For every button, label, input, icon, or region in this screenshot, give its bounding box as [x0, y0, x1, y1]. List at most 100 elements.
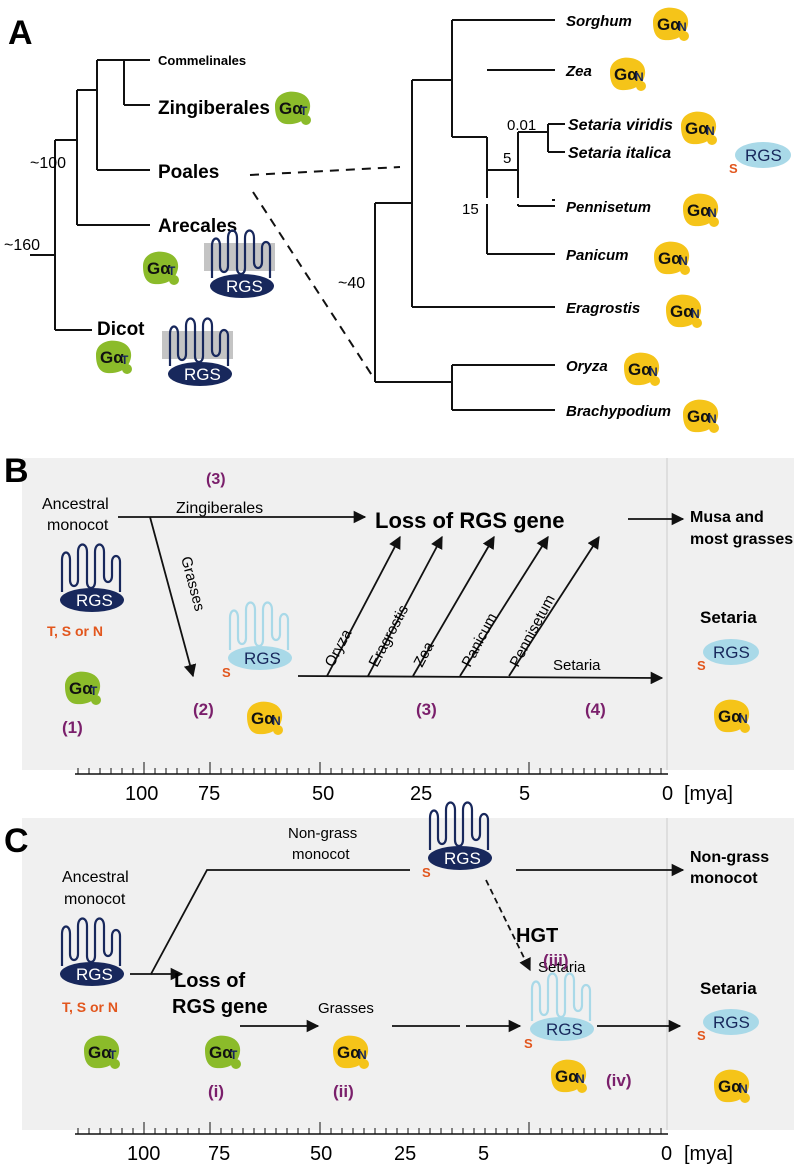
svg-text:Gα: Gα — [628, 360, 652, 379]
svg-text:S: S — [697, 658, 706, 673]
variant-label-c: T, S or N — [62, 999, 118, 1015]
galpha-n-icon-setaria-c: GαN — [714, 1069, 750, 1103]
loss-of-rgs-label: Loss of RGS gene — [375, 508, 564, 533]
node-label-40: ~40 — [338, 275, 365, 292]
galpha-t-icon-dicot: GαT — [96, 340, 132, 374]
galpha-n-icon-a-4: GαN — [654, 241, 690, 275]
svg-text:Gα: Gα — [251, 709, 275, 728]
step-label-c-i: (i) — [208, 1082, 224, 1101]
rgs-7tm-icon-ancestral-c: RGS — [60, 917, 124, 986]
step-label-b-1: (1) — [62, 718, 83, 737]
step-label-c-ii: (ii) — [333, 1082, 354, 1101]
zoom-line-lower — [252, 191, 376, 381]
branch-label-setaria: Setaria — [553, 657, 601, 674]
node-label-100: ~100 — [30, 155, 66, 172]
galpha-n-icon-a-0: GαN — [653, 7, 689, 41]
svg-text:S: S — [422, 865, 431, 880]
svg-text:RGS: RGS — [546, 1020, 583, 1039]
svg-text:N: N — [679, 254, 688, 268]
non-grass-outcome-line2: monocot — [690, 870, 758, 887]
taxon-setaria-italica: Setaria italica — [568, 145, 671, 162]
branch-label-zingiberales: Zingiberales — [176, 500, 263, 517]
rgs-7tm-icon-arecales: RGS — [210, 229, 274, 298]
taxon-brachypodium: Brachypodium — [566, 403, 671, 420]
galpha-n-icon-iii: GαN — [551, 1059, 587, 1093]
setaria-outcome-c: Setaria — [700, 979, 757, 998]
svg-text:RGS: RGS — [745, 146, 782, 165]
svg-text:RGS: RGS — [244, 649, 281, 668]
svg-text:Gα: Gα — [670, 302, 694, 321]
svg-text:N: N — [635, 70, 644, 84]
svg-text:N: N — [678, 20, 687, 34]
galpha-t-icon-ancestral-c: GαT — [84, 1035, 120, 1069]
galpha-n-icon-a-1: GαN — [610, 57, 646, 91]
panel-label-b: B — [4, 452, 29, 490]
hgt-label: HGT — [516, 925, 558, 947]
loss-of-rgs-c-line2: RGS gene — [172, 996, 268, 1018]
icons-layer: GαTGαTGαTRGSRGSGαNGαNGαNGαNGαNGαNGαNGαNR… — [60, 7, 791, 1103]
axis-c-tick-5: 5 — [478, 1143, 489, 1165]
ancestral-monocot-label-line2: monocot — [47, 517, 109, 534]
taxon-oryza: Oryza — [566, 358, 608, 375]
panel-label-a: A — [8, 14, 33, 52]
non-grass-label-line2: monocot — [292, 846, 350, 863]
panel-b-background — [22, 458, 794, 770]
svg-text:Gα: Gα — [614, 65, 638, 84]
svg-text:RGS: RGS — [226, 277, 263, 296]
rgs-icon-setaria-b: RGS S — [697, 639, 759, 673]
svg-text:N: N — [576, 1072, 585, 1086]
galpha-n-icon-setaria-b: GαN — [714, 699, 750, 733]
axis-c-tick-50: 50 — [310, 1143, 332, 1165]
svg-text:Gα: Gα — [337, 1043, 361, 1062]
svg-text:T: T — [168, 264, 176, 278]
panel-b-arrows — [118, 510, 685, 685]
svg-text:N: N — [649, 365, 658, 379]
svg-text:Gα: Gα — [685, 119, 709, 138]
taxon-sorghum: Sorghum — [566, 13, 632, 30]
taxon-panicum: Panicum — [566, 247, 629, 264]
grass-tree — [374, 19, 565, 411]
svg-text:Gα: Gα — [209, 1043, 233, 1062]
svg-text:N: N — [708, 412, 717, 426]
svg-text:Gα: Gα — [658, 249, 682, 268]
galpha-n-icon-grasses-b: GαN — [247, 701, 283, 735]
step-label-b-4: (4) — [585, 700, 606, 719]
grasses-label-c: Grasses — [318, 1000, 374, 1017]
galpha-n-icon-a-2: GαN — [681, 111, 717, 145]
svg-text:Gα: Gα — [657, 15, 681, 34]
step-label-c-iii: (iii) — [543, 951, 569, 970]
svg-text:RGS: RGS — [713, 643, 750, 662]
svg-text:N: N — [739, 1082, 748, 1096]
galpha-n-icon-a-7: GαN — [683, 399, 719, 433]
svg-text:Gα: Gα — [555, 1067, 579, 1086]
step-label-b-3: (3) — [416, 700, 437, 719]
svg-text:N: N — [691, 307, 700, 321]
svg-text:N: N — [358, 1048, 367, 1062]
musa-label-line1: Musa and — [690, 509, 764, 526]
setaria-mid-label: Setaria — [538, 959, 586, 976]
axis-c-tick-0: 0 — [661, 1143, 672, 1165]
svg-text:N: N — [739, 712, 748, 726]
panel-c-axis-ticks — [77, 1122, 662, 1134]
setaria-outcome-label: Setaria — [700, 608, 757, 627]
variant-label-b: T, S or N — [47, 623, 103, 639]
svg-text:T: T — [121, 353, 129, 367]
node-label-160: ~160 — [4, 237, 40, 254]
node-label-5: 5 — [503, 150, 511, 167]
galpha-n-icon-ii: GαN — [333, 1035, 369, 1069]
svg-text:RGS: RGS — [444, 849, 481, 868]
svg-text:Gα: Gα — [100, 348, 124, 367]
axis-b-tick-25: 25 — [410, 783, 432, 805]
galpha-t-icon-arecales: GαT — [143, 251, 179, 285]
svg-text:N: N — [706, 124, 715, 138]
svg-text:RGS: RGS — [76, 591, 113, 610]
svg-text:T: T — [109, 1048, 117, 1062]
taxon-poales: Poales — [158, 162, 219, 183]
svg-text:Gα: Gα — [718, 1077, 742, 1096]
panel-label-c: C — [4, 822, 29, 860]
